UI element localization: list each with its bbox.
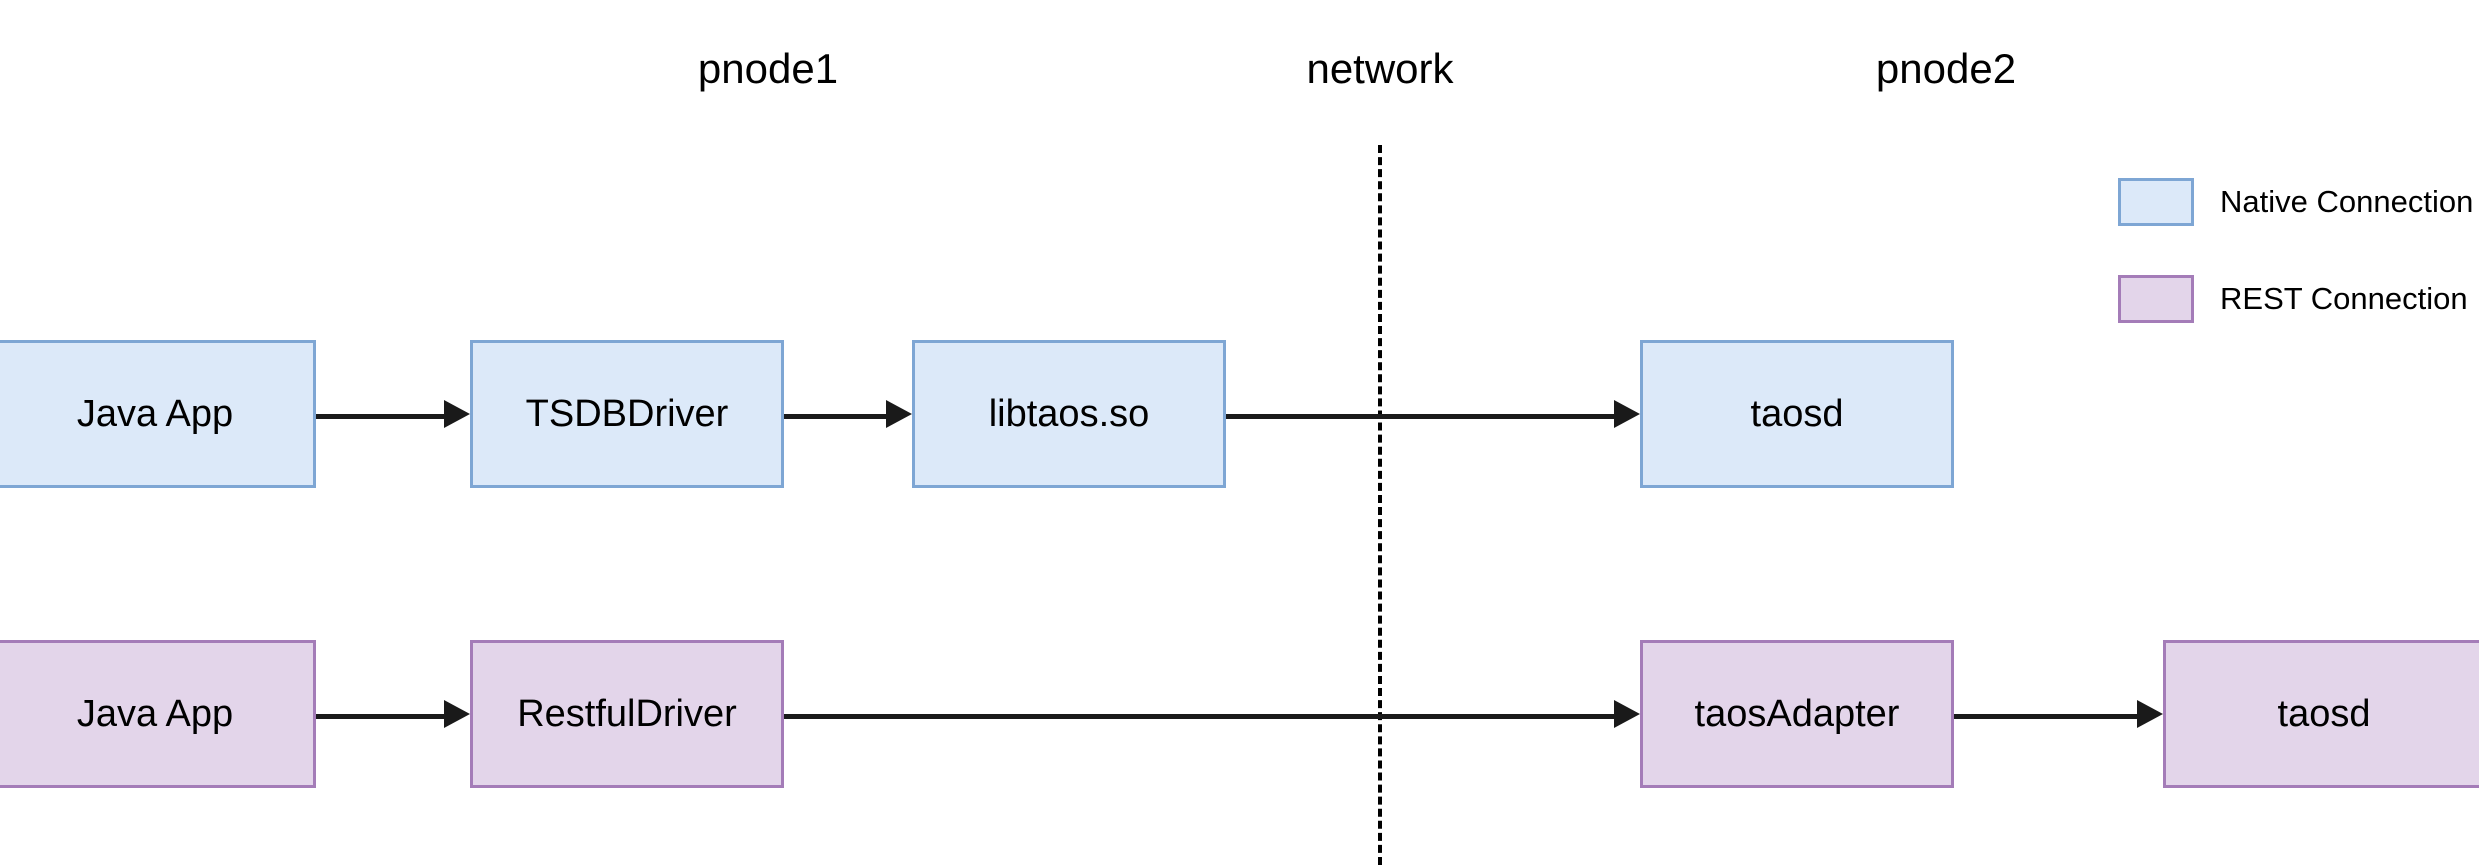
column-header-pnode1: pnode1 <box>697 45 839 92</box>
arrow-head-icon <box>444 400 470 428</box>
node-taosd-rest[interactable]: taosd <box>2163 640 2479 788</box>
legend-item-rest-connection: REST Connection <box>2118 275 2468 323</box>
node-libtaos-so[interactable]: libtaos.so <box>912 340 1226 488</box>
connector-javaapp-to-restfuldriver <box>316 714 444 719</box>
connector-restfuldriver-to-taosadapter <box>784 714 1614 719</box>
connector-libtaos-to-taosd <box>1226 414 1614 419</box>
node-label: Java App <box>76 692 234 735</box>
legend-swatch-rest-icon <box>2118 275 2194 323</box>
node-java-app-rest[interactable]: Java App <box>0 640 316 788</box>
node-label: Java App <box>76 392 234 435</box>
node-label: TSDBDriver <box>525 392 729 435</box>
node-label: libtaos.so <box>988 392 1150 435</box>
arrow-head-icon <box>886 400 912 428</box>
node-taosd-native[interactable]: taosd <box>1640 340 1954 488</box>
node-taosadapter[interactable]: taosAdapter <box>1640 640 1954 788</box>
node-tsdbdriver[interactable]: TSDBDriver <box>470 340 784 488</box>
arrow-head-icon <box>2137 700 2163 728</box>
node-label: taosAdapter <box>1694 692 1900 735</box>
node-label: taosd <box>1750 392 1844 435</box>
arrow-head-icon <box>444 700 470 728</box>
legend-label: REST Connection <box>2220 281 2468 316</box>
node-restfuldriver[interactable]: RestfulDriver <box>470 640 784 788</box>
node-label: RestfulDriver <box>517 692 737 735</box>
arrow-head-icon <box>1614 700 1640 728</box>
connector-taosadapter-to-taosd <box>1954 714 2137 719</box>
legend-label: Native Connection <box>2220 184 2474 219</box>
legend-item-native-connection: Native Connection <box>2118 178 2473 226</box>
node-java-app-native[interactable]: Java App <box>0 340 316 488</box>
node-label: taosd <box>2277 692 2371 735</box>
column-header-pnode2: pnode2 <box>1875 45 2017 92</box>
legend-swatch-native-icon <box>2118 178 2194 226</box>
arrow-head-icon <box>1614 400 1640 428</box>
connector-tsdbdriver-to-libtaos <box>784 414 886 419</box>
column-header-network: network <box>1306 45 1454 92</box>
network-boundary-dashed-line <box>1378 145 1382 865</box>
connector-javaapp-to-tsdbdriver <box>316 414 444 419</box>
